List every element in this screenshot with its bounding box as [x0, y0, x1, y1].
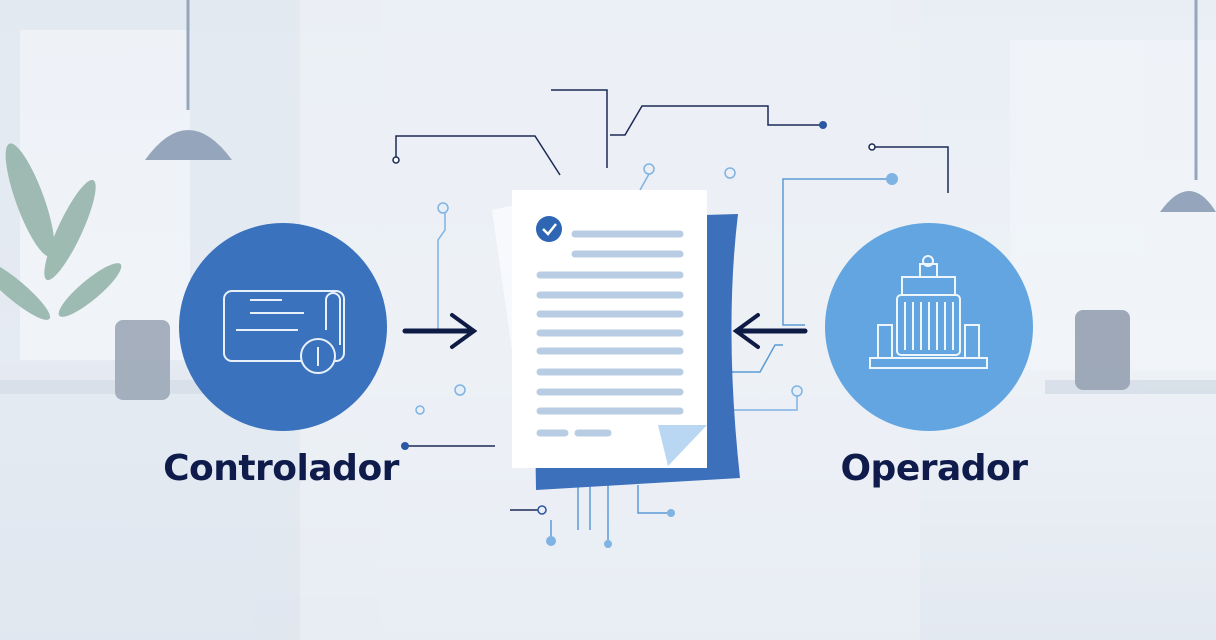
circuit-lines	[392, 89, 949, 548]
controlador-label: Controlador	[163, 448, 399, 489]
controlador-circle	[179, 223, 387, 431]
arrow-right-icon	[402, 313, 478, 349]
operador-circle	[825, 223, 1033, 431]
document-with-checkmark-icon	[492, 190, 740, 490]
building-institution-icon	[869, 255, 988, 369]
operador-label: Operador	[840, 448, 1028, 489]
plant-icon	[0, 143, 122, 320]
arrow-left-icon	[732, 313, 808, 349]
certificate-card-icon	[223, 290, 345, 374]
